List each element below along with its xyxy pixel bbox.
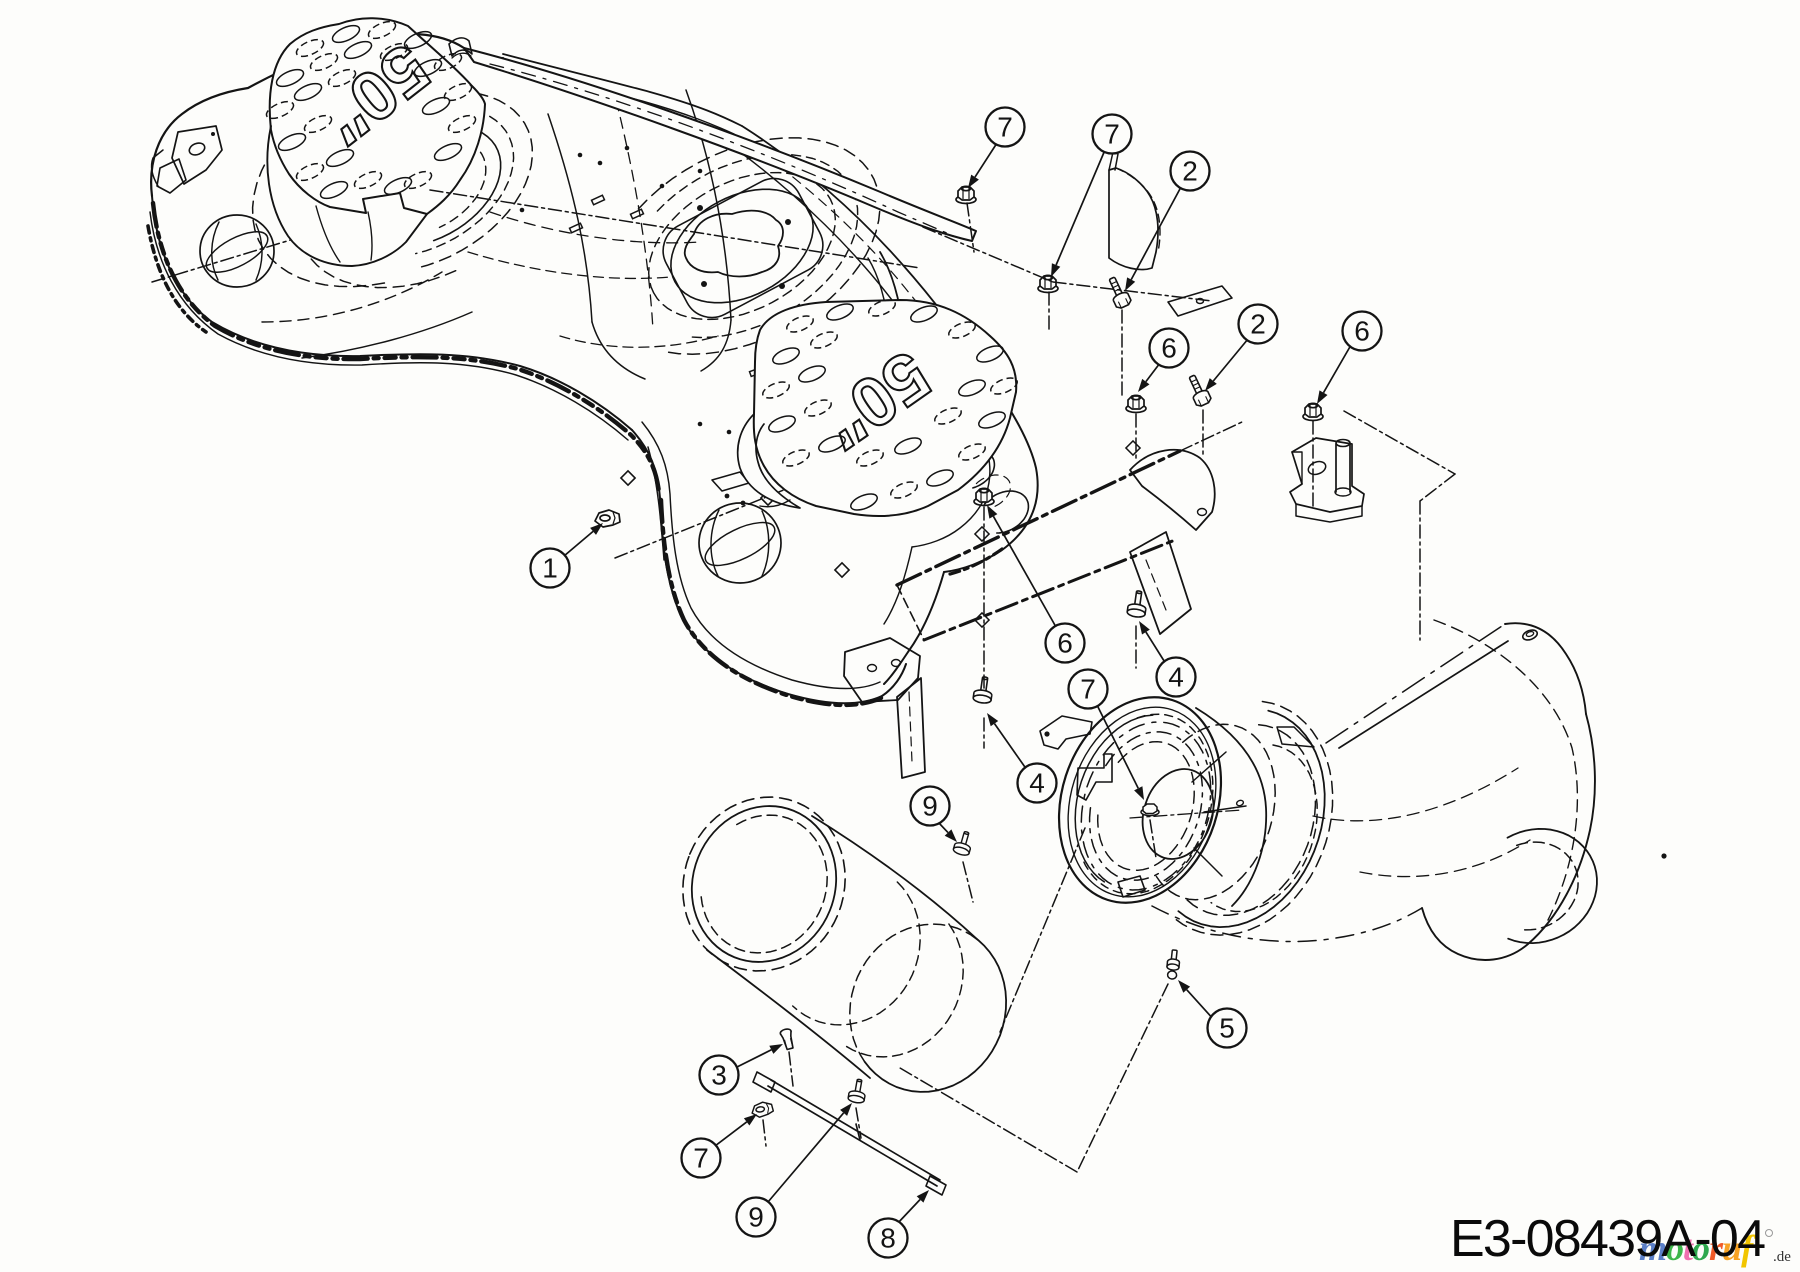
svg-text:6: 6 — [1057, 628, 1073, 659]
svg-text:7: 7 — [1104, 119, 1120, 150]
svg-text:6: 6 — [1354, 316, 1370, 347]
svg-text:.de: .de — [1773, 1249, 1791, 1265]
svg-text:E3-08439A-04: E3-08439A-04 — [1450, 1210, 1766, 1268]
svg-text:9: 9 — [748, 1202, 764, 1233]
svg-text:1: 1 — [542, 553, 558, 584]
svg-text:6: 6 — [1161, 333, 1177, 364]
svg-text:7: 7 — [693, 1143, 709, 1174]
svg-text:3: 3 — [711, 1060, 727, 1091]
svg-text:4: 4 — [1029, 768, 1045, 799]
svg-text:4: 4 — [1168, 662, 1184, 693]
svg-text:2: 2 — [1250, 309, 1266, 340]
svg-text:7: 7 — [997, 112, 1013, 143]
svg-text:motoruf: motoruf — [1639, 1228, 1756, 1268]
svg-text:2: 2 — [1182, 156, 1198, 187]
svg-text:9: 9 — [922, 791, 938, 822]
svg-text:8: 8 — [880, 1223, 896, 1254]
svg-text:7: 7 — [1080, 674, 1096, 705]
svg-text:5: 5 — [1219, 1013, 1235, 1044]
